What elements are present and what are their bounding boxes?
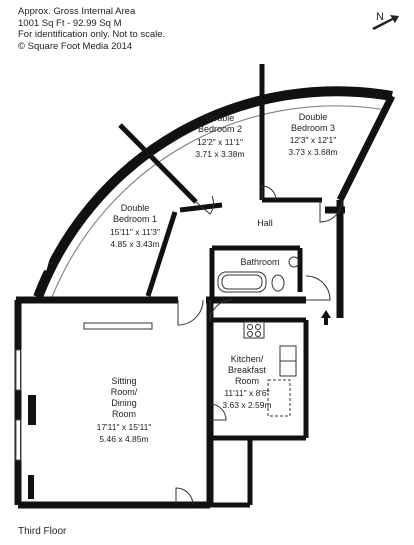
- sitting-metric: 5.46 x 4.85m: [99, 434, 148, 444]
- right-outer-walls: [325, 94, 396, 318]
- bedroom-1-name2: Bedroom 1: [113, 214, 157, 224]
- copyright: © Square Foot Media 2014: [18, 40, 133, 52]
- sitting-room-radiator: [83, 322, 153, 330]
- window-frames: [15, 349, 22, 461]
- plan-header: Approx. Gross Internal Area 1001 Sq Ft -…: [18, 6, 165, 52]
- sitting-name2: Room/: [111, 387, 138, 397]
- bedroom-2-imperial: 12'2" x 11'1": [197, 137, 243, 147]
- compass-label: N: [376, 11, 384, 23]
- kitchen-label: Kitchen/ Breakfast Room 11'11" x 8'6" 3.…: [222, 354, 271, 410]
- bathroom-name: Bathroom: [240, 257, 279, 267]
- bedroom-1-metric: 4.85 x 3.43m: [110, 239, 159, 249]
- bedroom-3-name1: Double: [299, 112, 328, 122]
- bedroom-1-name1: Double: [121, 203, 150, 213]
- bedroom-1-label: Double Bedroom 1 15'11" x 11'3" 4.85 x 3…: [110, 203, 160, 249]
- bedroom-2-metric: 3.71 x 3.38m: [195, 149, 244, 159]
- bedroom-1-imperial: 15'11" x 11'3": [110, 227, 160, 237]
- disclaimer: For identification only. Not to scale.: [18, 29, 166, 40]
- sitting-name3: Dining: [111, 398, 137, 408]
- kitchen-fixtures: [243, 321, 297, 417]
- hall-label: Hall: [257, 218, 273, 228]
- bathroom-label: Bathroom: [240, 257, 279, 267]
- bath-fixtures: [217, 256, 300, 293]
- sitting-room-walls: [14, 300, 214, 509]
- sitting-name4: Room: [112, 409, 136, 419]
- kitchen-imperial: 11'11" x 8'6": [224, 388, 269, 398]
- radiator-marks: [28, 395, 36, 499]
- sitting-room-label: Sitting Room/ Dining Room 17'11" x 15'11…: [97, 376, 152, 444]
- bedroom-2-name1: Double: [206, 113, 235, 123]
- kitchen-walls: [210, 317, 309, 508]
- curved-wall-windows: [41, 57, 370, 271]
- bedroom-3-imperial: 12'3" x 12'1": [290, 135, 337, 145]
- curved-outer-wall: [33, 86, 393, 299]
- bedroom-3-name2: Bedroom 3: [291, 123, 335, 133]
- kitchen-name1: Kitchen/: [231, 354, 264, 364]
- kitchen-name3: Room: [235, 376, 259, 386]
- sitting-name1: Sitting: [111, 376, 136, 386]
- bedroom-2-label: Double Bedroom 2 12'2" x 11'1" 3.71 x 3.…: [195, 113, 244, 159]
- sitting-imperial: 17'11" x 15'11": [97, 422, 152, 432]
- kitchen-name2: Breakfast: [228, 365, 267, 375]
- bedroom-partitions: [118, 64, 322, 297]
- north-compass-icon: N: [372, 11, 399, 30]
- floor-label: Third Floor: [18, 526, 67, 537]
- bedroom-3-label: Double Bedroom 3 12'3" x 12'1" 3.73 x 3.…: [288, 112, 337, 157]
- entrance-arrow-icon: [321, 310, 331, 325]
- area-title: Approx. Gross Internal Area: [18, 6, 136, 17]
- hall-name: Hall: [257, 218, 273, 228]
- kitchen-metric: 3.63 x 2.59m: [222, 400, 271, 410]
- bedroom-2-name2: Bedroom 2: [198, 124, 242, 134]
- bedroom-3-metric: 3.73 x 3.68m: [288, 147, 337, 157]
- area-value: 1001 Sq Ft - 92.99 Sq M: [18, 17, 122, 29]
- door-swings: [175, 185, 343, 506]
